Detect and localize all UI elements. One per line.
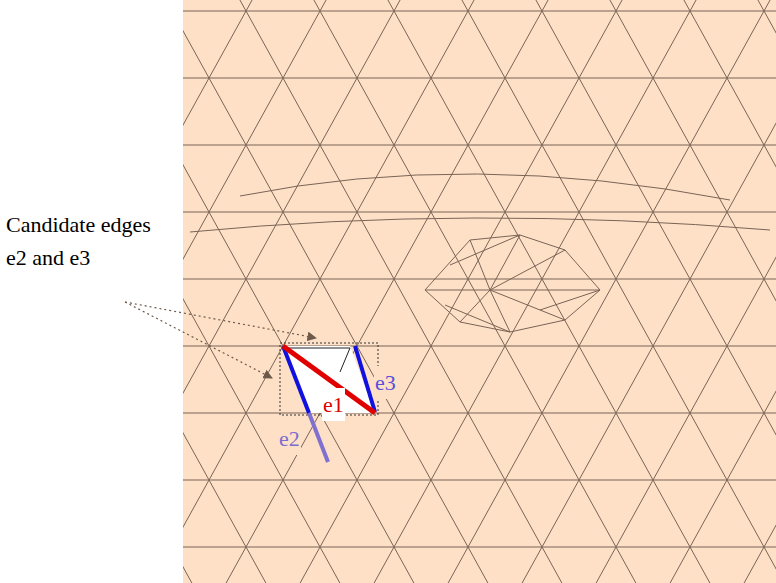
mesh-ground [183, 0, 776, 583]
label-holder: e1 [322, 388, 345, 421]
leader-line [125, 302, 272, 378]
leader-line [125, 302, 316, 338]
edge-label: e1 [322, 388, 345, 421]
callout-text: Candidate edges e2 and e3 [6, 208, 171, 274]
triangle-mesh [183, 0, 776, 583]
edge-label: e3 [374, 366, 397, 399]
label-holder: e2 [278, 422, 301, 455]
label-holder: Candidate edges e2 and e3 [6, 208, 171, 274]
label-holder: e3 [374, 366, 397, 399]
edge-label: e2 [278, 422, 301, 455]
